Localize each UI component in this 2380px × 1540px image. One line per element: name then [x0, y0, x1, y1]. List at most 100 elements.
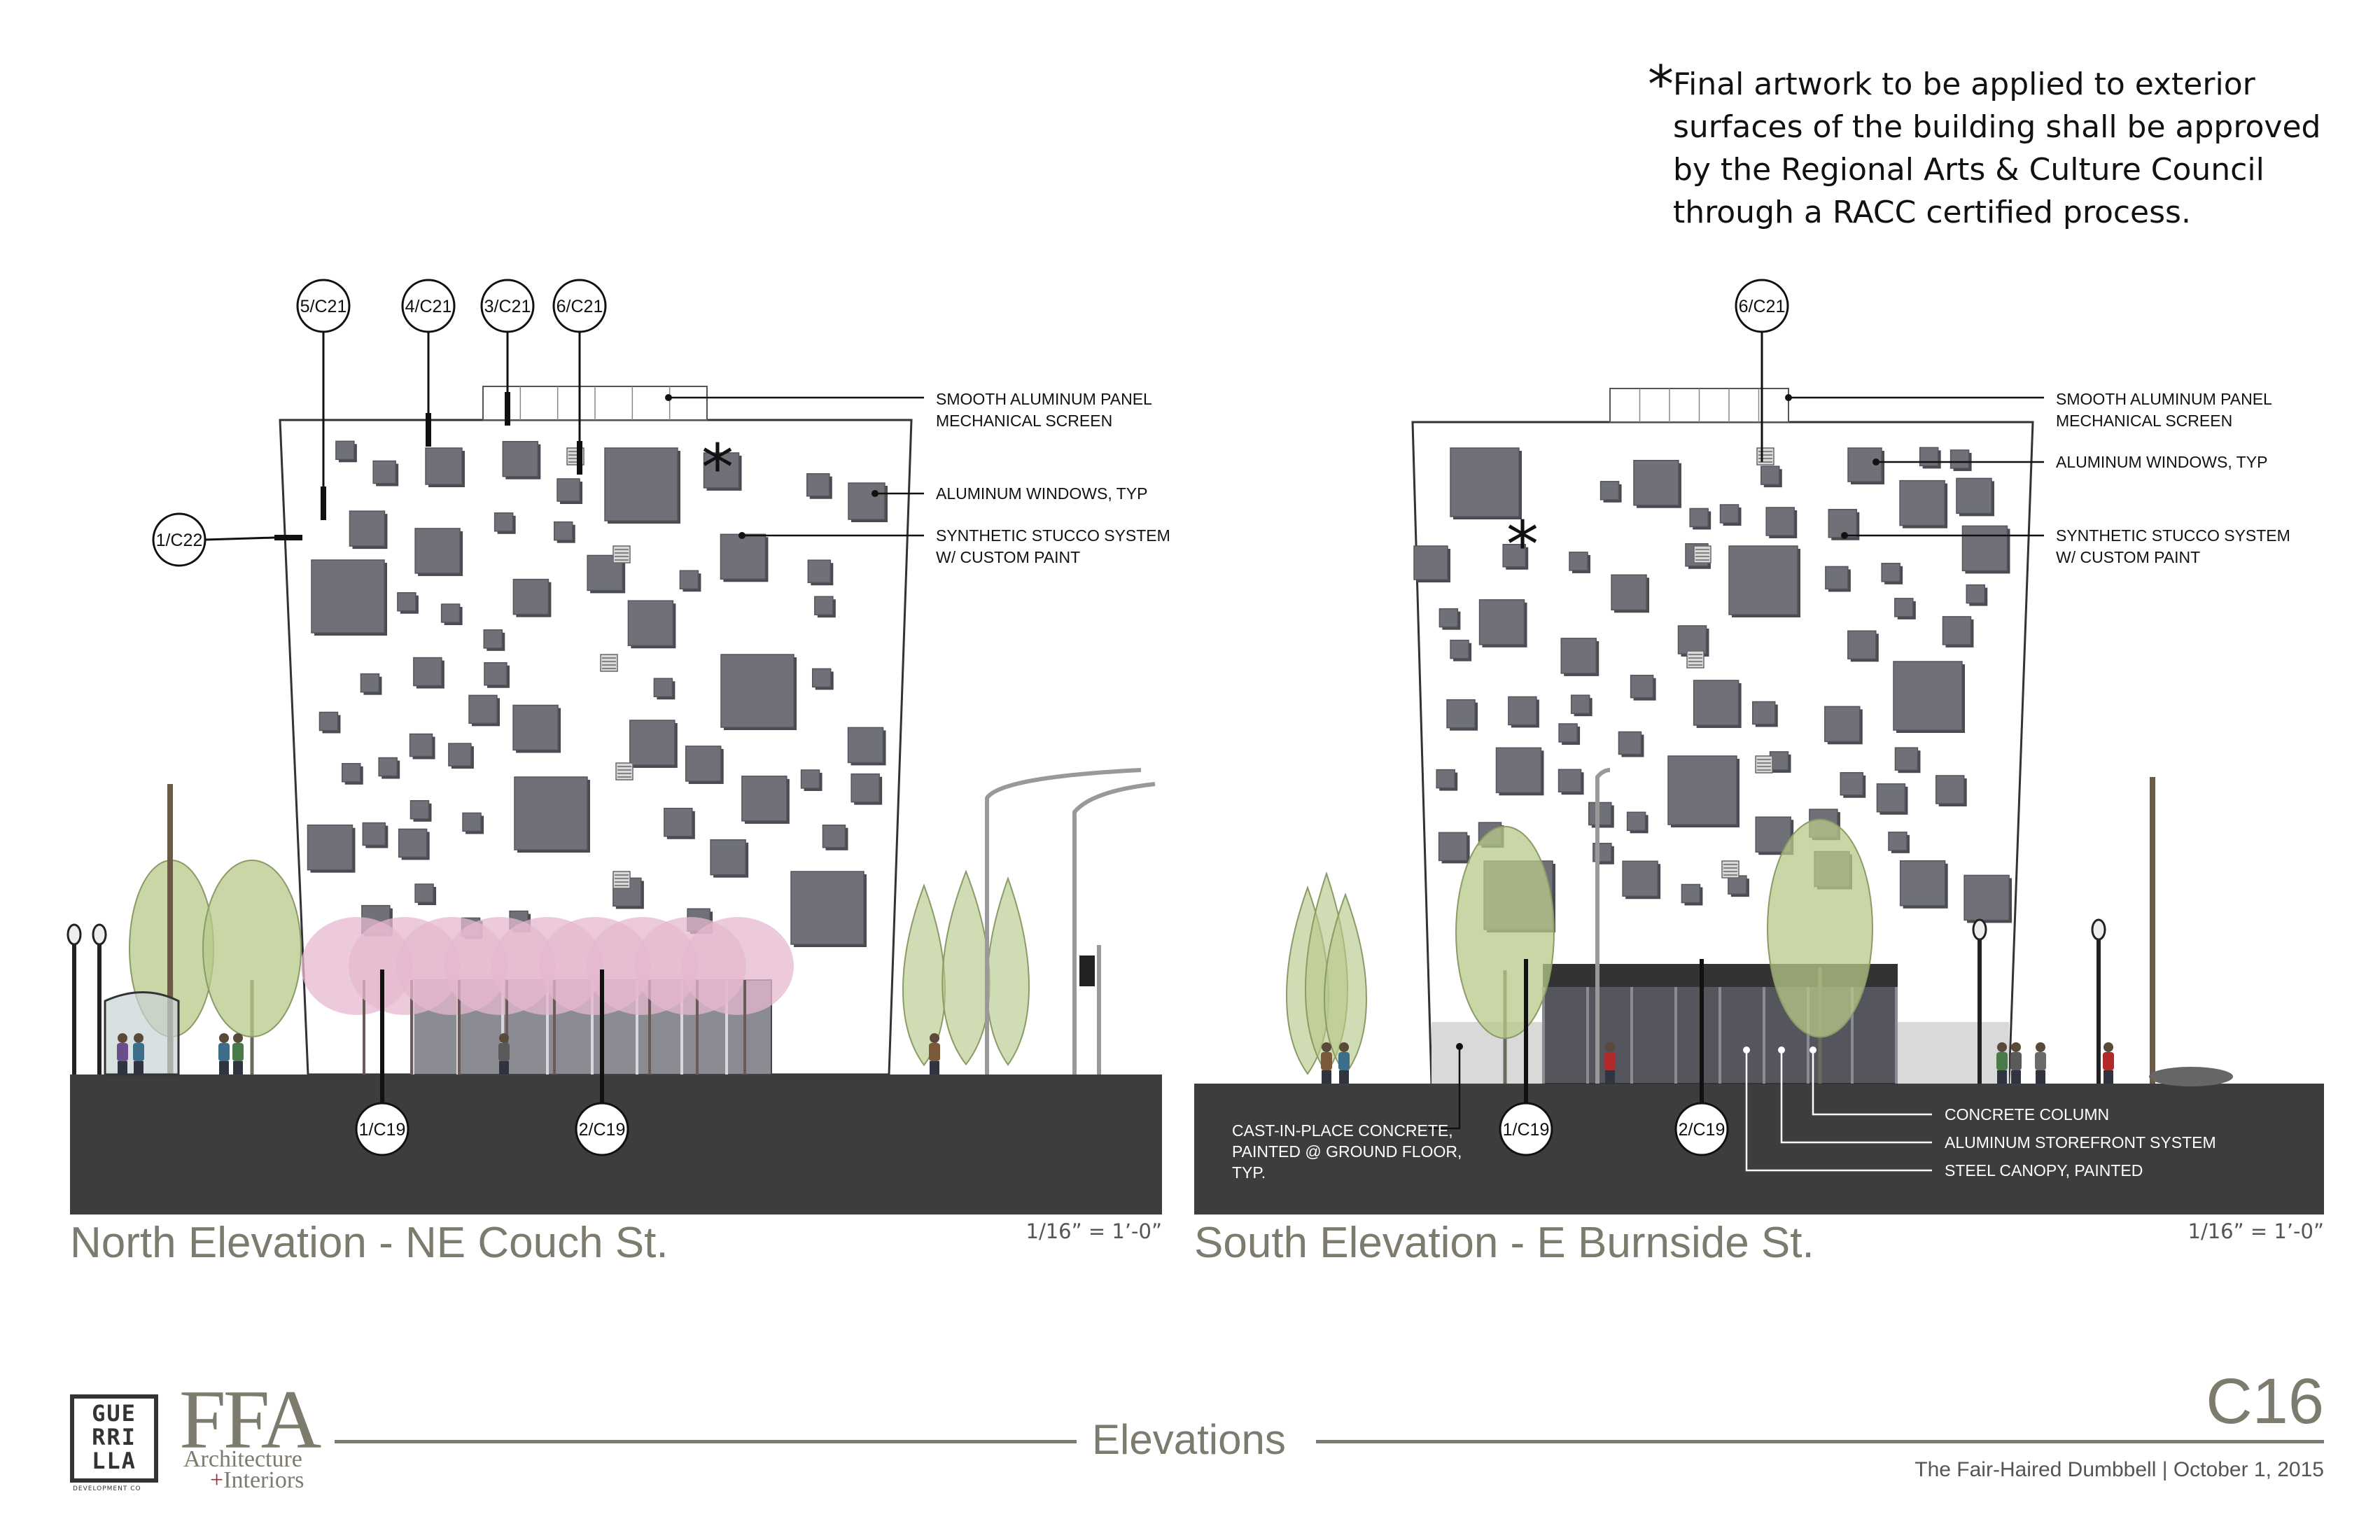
south-window [1847, 630, 1877, 660]
north-window [493, 512, 514, 532]
south-pedestrian [1338, 1052, 1350, 1070]
south-window [1899, 479, 1945, 526]
south-pedestrian-head [2011, 1042, 2021, 1052]
asterisk-icon: * [1648, 55, 1674, 115]
north-window [512, 704, 559, 751]
south-window [1942, 616, 1972, 645]
south-pedestrian [2010, 1052, 2022, 1070]
north-callout-dot [665, 394, 672, 401]
ffa-interiors-text: Interiors [223, 1467, 304, 1493]
south-window [1413, 545, 1448, 580]
north-window [462, 812, 482, 832]
north-street-lamp-globe [66, 923, 82, 946]
guerrilla-logo: GUE RRI LLA [70, 1394, 158, 1483]
north-callout-text: MECHANICAL SCREEN [936, 412, 1112, 430]
north-window [311, 559, 385, 634]
south-callout-text: SMOOTH ALUMINUM PANEL [2056, 390, 2272, 408]
north-window [414, 883, 434, 903]
north-window [814, 596, 834, 615]
south-bottom-callout-text: STEEL CANOPY, PAINTED [1945, 1161, 2143, 1180]
south-pedestrian-legs [1605, 1070, 1615, 1084]
north-window [378, 757, 398, 777]
ffa-logo: FFA [179, 1373, 321, 1466]
north-window [553, 521, 573, 541]
north-pedestrian-head [118, 1033, 127, 1043]
south-section-tag-label: 1/C19 [1503, 1120, 1550, 1140]
north-window [409, 733, 433, 757]
north-callout-dot [872, 490, 878, 497]
north-window [800, 769, 820, 789]
south-window [1502, 543, 1526, 568]
south-window [1949, 449, 1970, 469]
north-callout-dot [738, 532, 746, 539]
south-window [1438, 608, 1459, 628]
south-window [1450, 447, 1520, 517]
south-window [1876, 783, 1906, 813]
north-window [512, 578, 550, 615]
north-section-tag-label: 5/C21 [300, 297, 347, 316]
north-pedestrian-legs [233, 1061, 243, 1074]
south-pedestrian-legs [1997, 1070, 2007, 1084]
north-pedestrian-head [930, 1033, 939, 1043]
south-window [1840, 772, 1863, 796]
north-poplar [986, 876, 1030, 1066]
south-window [1893, 661, 1963, 731]
north-pedestrian-legs [118, 1061, 127, 1074]
north-scale: 1/16” = 1’-0” [1026, 1219, 1163, 1243]
north-streetlight [1072, 782, 1156, 1074]
north-window [372, 460, 396, 484]
south-window [1630, 674, 1654, 699]
north-poplar [941, 869, 990, 1066]
note-line: Final artwork to be applied to exterior [1673, 66, 2255, 102]
north-pedestrian-head [134, 1033, 144, 1043]
south-street-lamp-globe [1972, 918, 1987, 941]
south-window [1719, 504, 1740, 524]
north-window [720, 654, 794, 728]
north-window [484, 662, 507, 686]
project-info: The Fair-Haired Dumbbell | October 1, 20… [1914, 1458, 2324, 1481]
north-pedestrian [117, 1043, 128, 1061]
note-line: surfaces of the building shall be approv… [1673, 109, 2321, 145]
south-window [1667, 755, 1737, 825]
note-line: by the Regional Arts & Culture Council [1673, 152, 2264, 188]
south-window [1961, 525, 2008, 572]
north-pedestrian [929, 1043, 940, 1061]
south-window [1894, 598, 1914, 617]
north-window [685, 746, 722, 782]
north-window [360, 673, 380, 693]
logo-text: RRI [92, 1424, 136, 1450]
south-section-tag-label: 2/C19 [1679, 1120, 1726, 1140]
guerrilla-logo-subtitle: DEVELOPMENT CO [73, 1485, 141, 1492]
south-window [1588, 802, 1612, 826]
south-window [1693, 680, 1740, 726]
north-tree [202, 860, 302, 1037]
north-pedestrian-legs [219, 1061, 229, 1074]
north-section-cut-mark [321, 486, 326, 520]
south-window [1935, 775, 1965, 804]
south-ground-note-leader [1428, 1046, 1461, 1130]
south-window [1825, 566, 1849, 590]
north-section-cut-mark [426, 413, 431, 447]
south-pedestrian-head [1339, 1042, 1349, 1052]
south-callout-text: W/ CUSTOM PAINT [2056, 548, 2200, 566]
south-ground-note-text: PAINTED @ GROUND FLOOR, [1232, 1142, 1462, 1161]
south-window [1894, 747, 1919, 771]
north-pedestrian [133, 1043, 144, 1061]
south-pedestrian-head [2104, 1042, 2113, 1052]
south-window [1956, 477, 1992, 514]
south-window [1618, 731, 1642, 755]
north-window [627, 600, 674, 646]
north-window [848, 482, 886, 520]
south-callout-text: SYNTHETIC STUCCO SYSTEM [2056, 526, 2290, 545]
north-section-cut-mark [274, 535, 302, 540]
south-tree [1767, 818, 1873, 1038]
north-pedestrian-head [233, 1033, 243, 1043]
south-window [1569, 552, 1588, 571]
south-pedestrian [2035, 1052, 2046, 1070]
south-callout-text: ALUMINUM WINDOWS, TYP [2056, 453, 2267, 471]
south-window [1919, 447, 1939, 467]
south-callout-text: MECHANICAL SCREEN [2056, 412, 2232, 430]
south-pedestrian [1321, 1052, 1332, 1070]
south-callout-dot [1872, 458, 1879, 465]
